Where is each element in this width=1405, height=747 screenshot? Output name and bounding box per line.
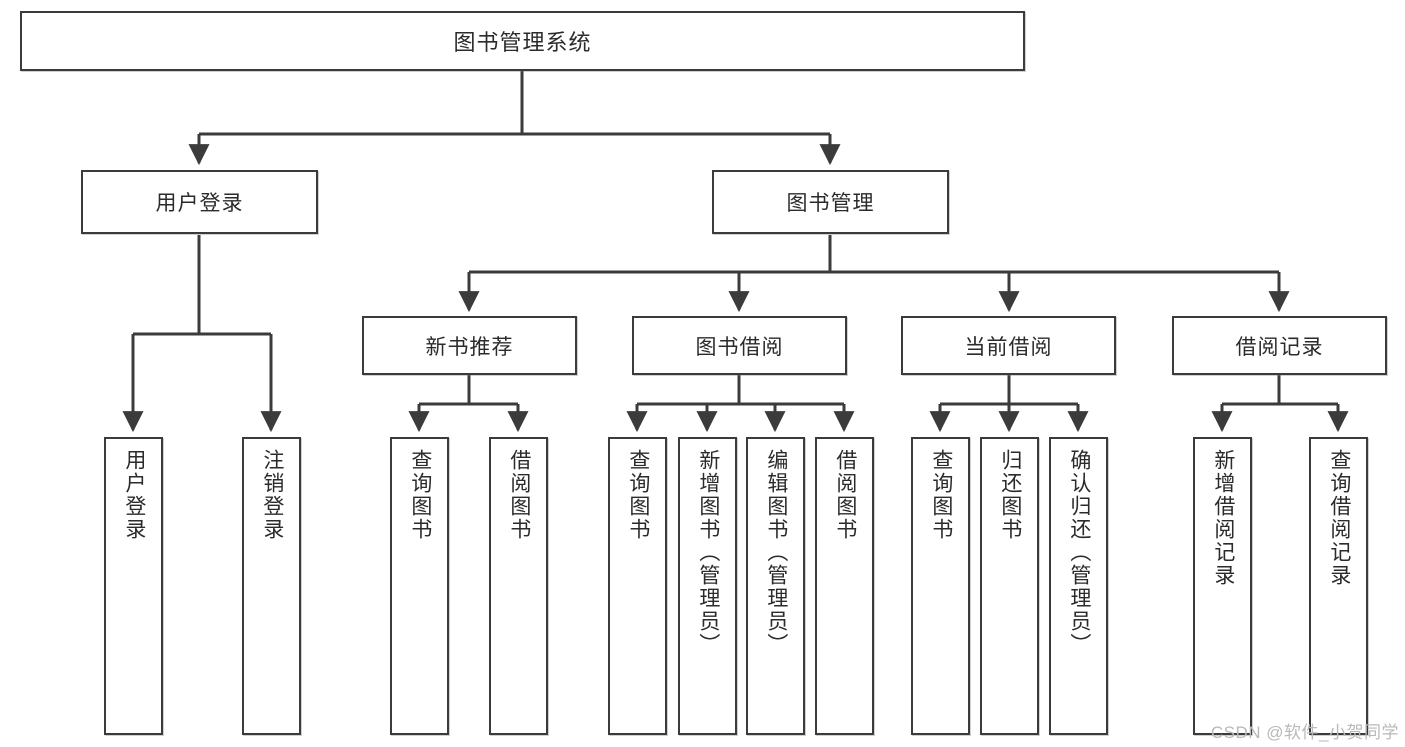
csdn-watermark: CSDN @软件_小贺同学: [1210, 723, 1399, 742]
node-leaf-borrow-book-1-label: 借阅图书: [507, 449, 531, 541]
node-leaf-borrow-book-2[interactable]: 借阅图书: [815, 437, 874, 735]
node-leaf-add-record[interactable]: 新增借阅记录: [1193, 437, 1252, 735]
node-leaf-query-book-2-label: 查询图书: [626, 449, 650, 541]
node-leaf-query-book-3-label: 查询图书: [929, 449, 953, 541]
node-leaf-confirm-return-label: 确认归还（管理员）: [1067, 449, 1091, 656]
node-leaf-query-record[interactable]: 查询借阅记录: [1309, 437, 1368, 735]
node-book-manage-label: 图书管理: [786, 192, 875, 215]
node-leaf-return-book[interactable]: 归还图书: [980, 437, 1039, 735]
node-book-borrow[interactable]: 图书借阅: [632, 316, 847, 375]
node-user-login-label: 用户登录: [155, 192, 244, 215]
node-current-borrow[interactable]: 当前借阅: [901, 316, 1116, 375]
node-new-book-rec-label: 新书推荐: [425, 335, 514, 359]
node-book-manage[interactable]: 图书管理: [712, 170, 949, 234]
node-leaf-query-book-3[interactable]: 查询图书: [911, 437, 970, 735]
node-leaf-logout[interactable]: 注销登录: [242, 437, 301, 735]
node-leaf-query-book-1-label: 查询图书: [408, 449, 432, 541]
node-leaf-edit-book[interactable]: 编辑图书（管理员）: [746, 437, 805, 735]
node-borrow-record[interactable]: 借阅记录: [1172, 316, 1387, 375]
node-leaf-borrow-book-2-label: 借阅图书: [833, 449, 857, 541]
node-leaf-logout-label: 注销登录: [260, 449, 284, 541]
node-leaf-add-book[interactable]: 新增图书（管理员）: [678, 437, 737, 735]
node-borrow-record-label: 借阅记录: [1235, 335, 1324, 359]
node-current-borrow-label: 当前借阅: [964, 335, 1053, 359]
node-leaf-edit-book-label: 编辑图书（管理员）: [764, 449, 788, 656]
node-leaf-return-book-label: 归还图书: [998, 449, 1022, 541]
node-leaf-user-login-label: 用户登录: [122, 449, 146, 541]
node-book-borrow-label: 图书借阅: [695, 335, 784, 359]
node-user-login[interactable]: 用户登录: [81, 170, 318, 234]
node-leaf-add-record-label: 新增借阅记录: [1211, 449, 1235, 587]
node-leaf-borrow-book-1[interactable]: 借阅图书: [489, 437, 548, 735]
node-leaf-query-book-2[interactable]: 查询图书: [608, 437, 667, 735]
node-new-book-rec[interactable]: 新书推荐: [362, 316, 577, 375]
node-leaf-confirm-return[interactable]: 确认归还（管理员）: [1049, 437, 1108, 735]
node-leaf-user-login[interactable]: 用户登录: [104, 437, 163, 735]
node-root[interactable]: 图书管理系统: [20, 11, 1025, 71]
node-leaf-query-record-label: 查询借阅记录: [1327, 449, 1351, 587]
node-leaf-add-book-label: 新增图书（管理员）: [696, 449, 720, 656]
node-leaf-query-book-1[interactable]: 查询图书: [390, 437, 449, 735]
node-root-label: 图书管理系统: [453, 30, 592, 55]
